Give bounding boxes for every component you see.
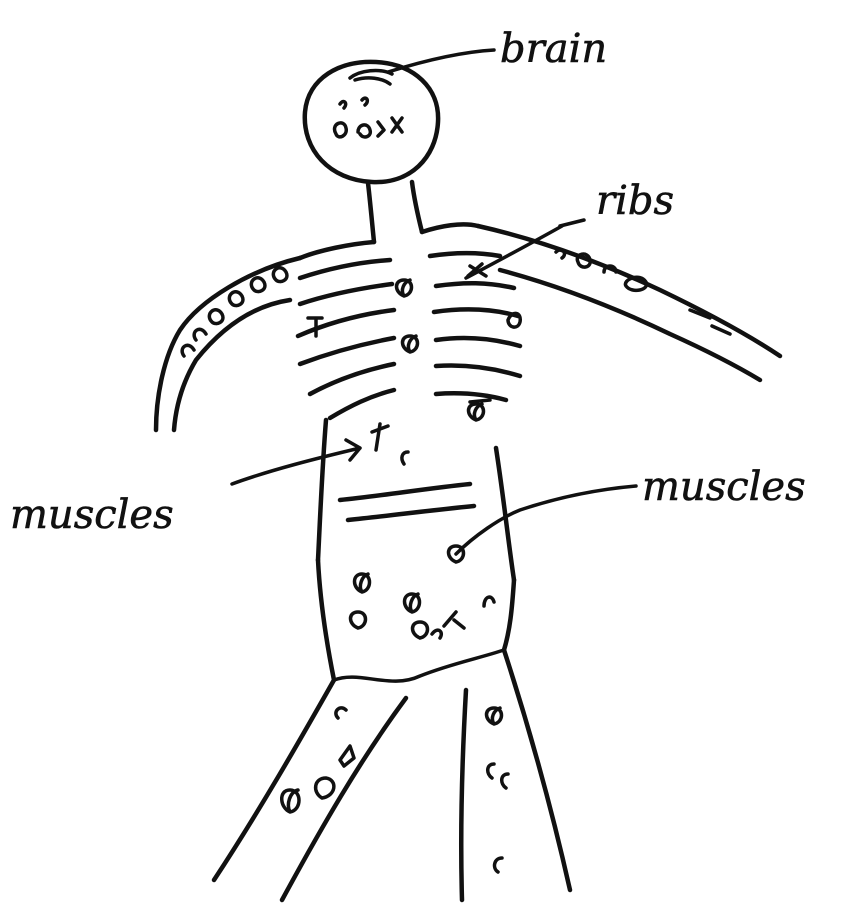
head: [305, 62, 438, 182]
muscles-left-arrow: [232, 440, 360, 484]
ribs-left: [298, 260, 394, 418]
label-muscles-right: muscles: [642, 464, 806, 510]
neck: [368, 182, 422, 242]
label-ribs: ribs: [596, 178, 674, 224]
muscles-right-leader-line: [456, 486, 636, 554]
label-muscles-left: muscles: [10, 492, 174, 538]
brain-leader-line: [388, 50, 494, 72]
ribs-leader-dash: [560, 220, 584, 226]
label-brain: brain: [500, 26, 607, 72]
abdomen-muscles: [351, 546, 495, 638]
left-arm: [156, 258, 300, 430]
leader-lines: [232, 50, 636, 554]
legs: [214, 650, 570, 900]
